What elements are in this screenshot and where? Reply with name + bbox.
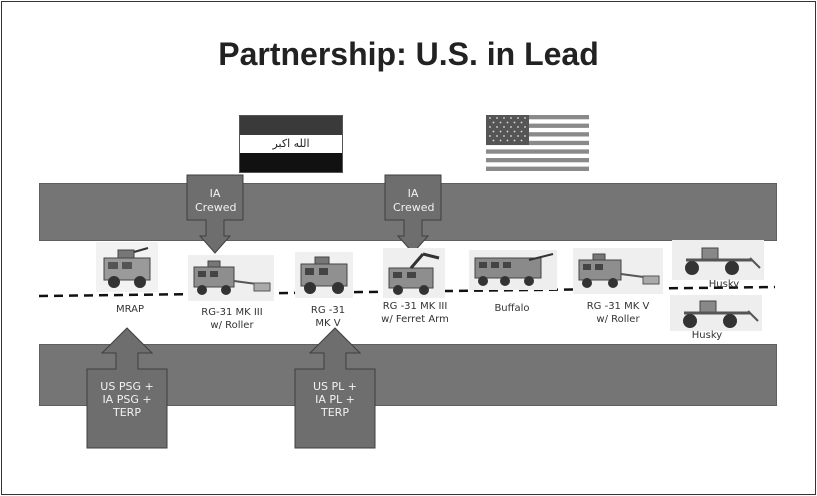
top-callout-2-text: IA Crewed [393,187,435,214]
rg31-roller-vehicle-icon [188,255,274,301]
bottom-callout-2-line-2: IA PL + [315,393,355,406]
bottom-callout-2-line-1: US PL + [312,380,357,393]
bottom-callout-1-line-2: IA PSG + [102,393,152,406]
buffalo-vehicle-icon [469,250,557,290]
bottom-callout-2: US PL + IA PL + TERP [294,380,376,419]
vehicle-label-line: w/ Roller [596,314,640,325]
vehicle-label-line: Buffalo [494,303,530,314]
vehicle-label-rg31-mk5-roller: RG -31 MK V w/ Roller [572,300,664,326]
vehicle-label-rg31-ferret: RG -31 MK III w/ Ferret Arm [372,300,458,326]
vehicle-label-line: RG -31 [310,305,346,316]
top-callout-1-text: IA Crewed [195,187,237,214]
vehicle-label-line: Husky [708,279,740,290]
vehicle-label-husky-top: Husky [699,278,749,291]
us-flag-icon [486,115,589,171]
vehicle-label-husky-bottom: Husky [682,329,732,342]
vehicle-label-line: MRAP [115,304,145,315]
top-callout-1: IA Crewed [186,187,244,215]
bottom-callout-shape-1 [86,327,168,449]
bottom-callout-1-line-3: TERP [113,406,141,419]
vehicle-label-line: Husky [691,330,723,341]
rg31-mkv-roller-vehicle-icon [573,248,663,294]
vehicle-label-line: w/ Ferret Arm [381,314,449,325]
iraq-flag-icon: الله اكبر [239,115,343,173]
husky-vehicle-icon [672,240,764,280]
vehicle-label-rg31-mk3-roller: RG-31 MK III w/ Roller [184,306,280,332]
rg31-ferret-arm-vehicle-icon [383,248,445,298]
vehicle-label-rg31-mk5: RG -31 MK V [298,304,358,330]
top-callout-shape-2 [384,174,442,254]
vehicle-label-line: MK V [315,318,341,329]
vehicle-label-line: RG-31 MK III [201,307,263,318]
top-callout-shape-1 [186,174,244,254]
iraq-flag-inscription: الله اكبر [240,134,342,154]
rg31-mkv-vehicle-icon [295,252,353,298]
top-callout-2: IA Crewed [384,187,442,215]
vehicle-label-mrap: MRAP [100,303,160,316]
bottom-callout-1-line-1: US PSG + [100,380,154,393]
husky-vehicle-icon [670,295,762,331]
vehicle-label-line: RG -31 MK III [382,301,448,312]
slide-title: Partnership: U.S. in Lead [218,36,599,72]
mrap-vehicle-icon [96,242,158,292]
vehicle-label-buffalo: Buffalo [482,302,542,315]
bottom-callout-shape-2 [294,327,376,449]
bottom-callout-2-line-3: TERP [321,406,349,419]
bottom-callout-1: US PSG + IA PSG + TERP [86,380,168,419]
vehicle-label-line: RG -31 MK V [586,301,650,312]
vehicle-label-line: w/ Roller [210,320,254,331]
